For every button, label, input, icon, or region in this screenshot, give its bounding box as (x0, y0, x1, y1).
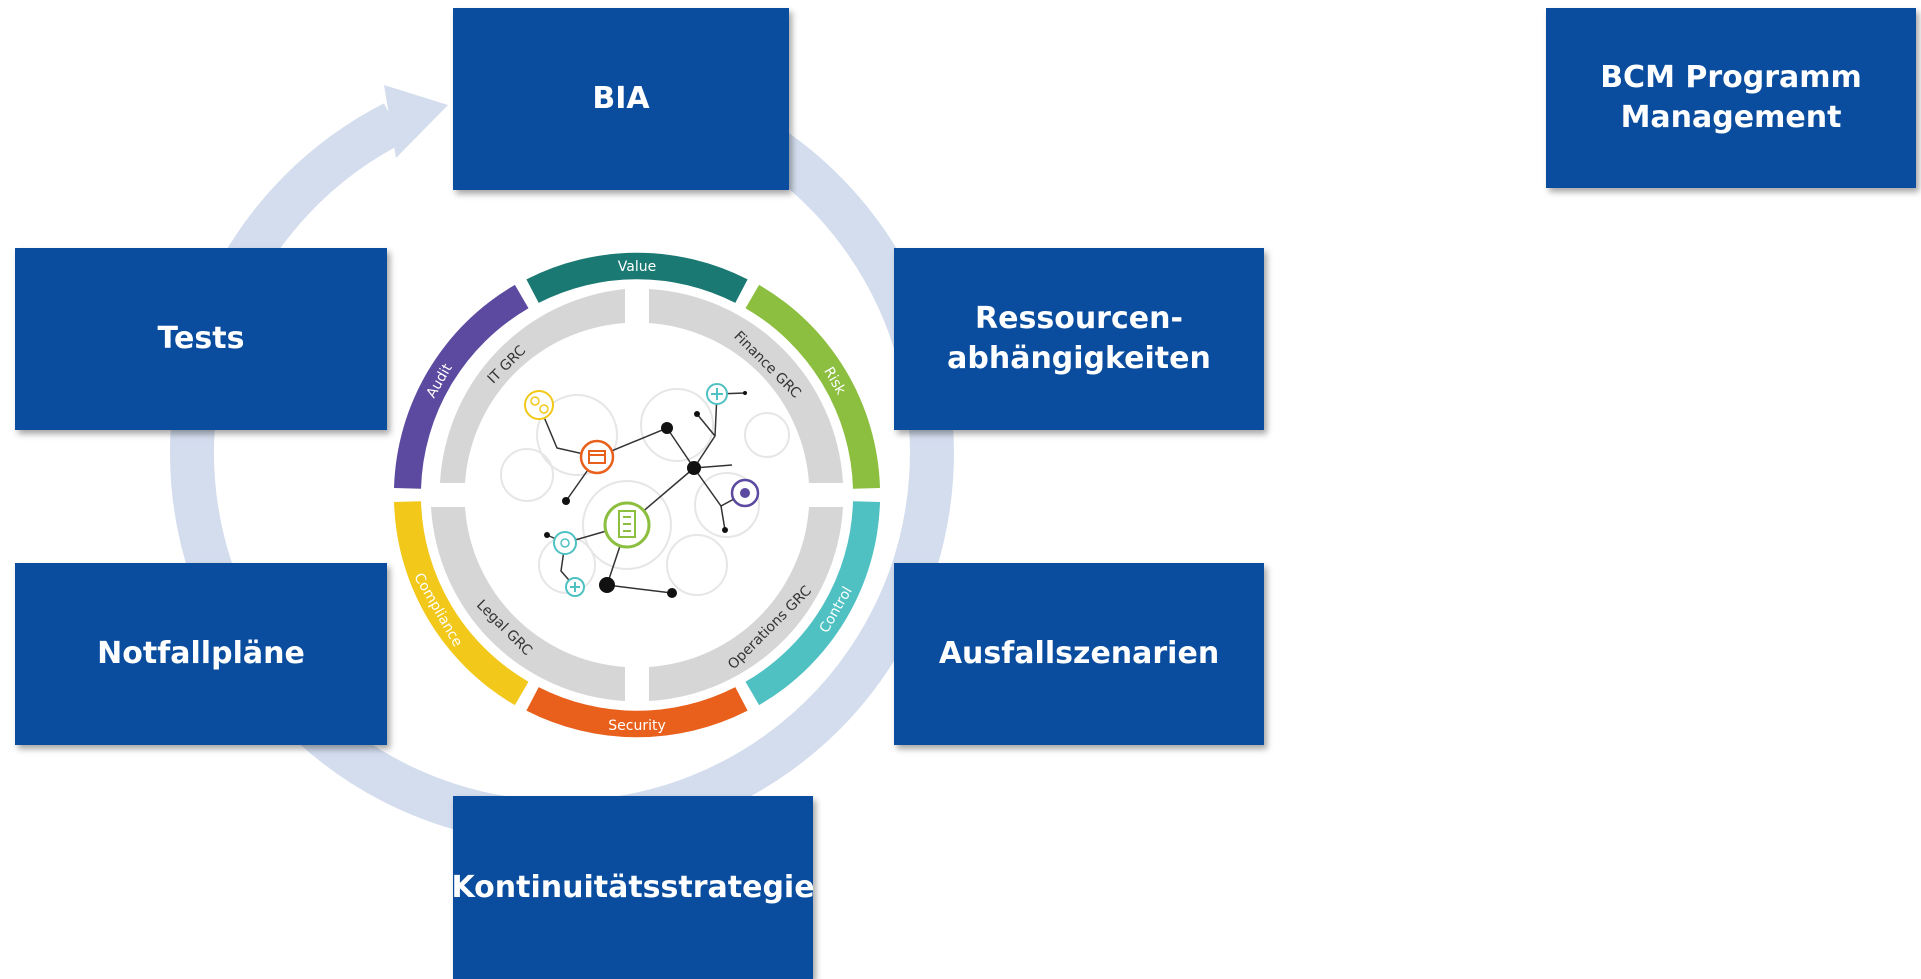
step-ressourcen-line2: abhängigkeiten (947, 341, 1211, 376)
step-ressourcen-line1: Ressourcen- (975, 301, 1183, 336)
ring-segment-audit (394, 284, 529, 489)
ring-segment-value (526, 252, 748, 303)
step-notfallplaene: Notfallpläne (15, 563, 387, 745)
step-bia: BIA (453, 8, 789, 190)
plus-small-icon (565, 577, 585, 597)
plus-icon (706, 383, 728, 405)
lightbulb-icon (524, 390, 554, 420)
cycle-arrowhead (384, 85, 448, 158)
inner-quadrant-operations (649, 507, 843, 701)
label-value: Value (618, 259, 656, 275)
step-ausfallszenarien: Ausfallszenarien (894, 563, 1264, 745)
bcm-line2: Management (1620, 100, 1842, 135)
step-notfallplaene-label: Notfallpläne (97, 636, 305, 671)
step-ausfallszenarien-label: Ausfallszenarien (938, 636, 1220, 671)
step-tests-label: Tests (157, 321, 245, 356)
step-kontinuitaetsstrategie: Kontinuitätsstrategie (451, 796, 815, 979)
step-bia-label: BIA (592, 81, 650, 116)
settings-icon (730, 478, 760, 508)
ring-segment-control (745, 501, 880, 706)
inner-quadrant-it (440, 289, 625, 483)
report-icon (579, 439, 615, 475)
step-kontinuitaetsstrategie-label: Kontinuitätsstrategie (451, 869, 815, 905)
step-ressourcenabhaengigkeiten: Ressourcen- abhängigkeiten (894, 248, 1264, 430)
network-background (500, 388, 790, 596)
ring-segment-compliance (394, 501, 529, 706)
ring-segment-risk (745, 284, 880, 489)
inner-quadrant-finance (649, 289, 843, 483)
lightbulb-small-icon (553, 531, 577, 555)
inner-quadrant-legal (431, 507, 625, 701)
step-tests: Tests (15, 248, 387, 430)
label-security: Security (608, 718, 666, 734)
ring-segment-security (526, 687, 748, 738)
network-dots (544, 391, 747, 598)
bcm-programm-management: BCM Programm Management (1546, 8, 1916, 188)
bcm-line1: BCM Programm (1600, 60, 1862, 95)
building-icon (603, 501, 651, 549)
grc-wheel: Value Risk Control Security Compliance A… (394, 252, 880, 738)
